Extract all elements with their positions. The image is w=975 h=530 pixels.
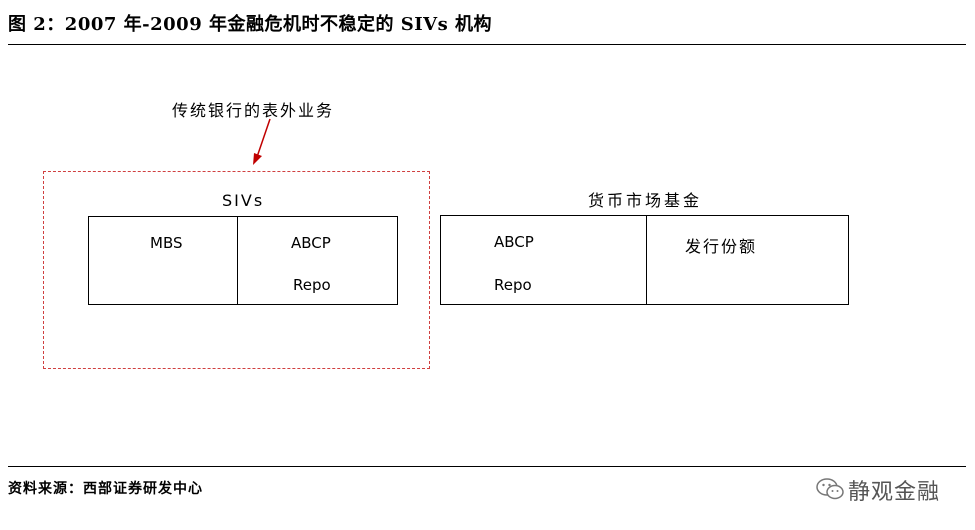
- sivs-asset-mbs: MBS: [150, 234, 183, 252]
- money-market-fund-title: 货币市场基金: [588, 191, 703, 210]
- sivs-liability-repo: Repo: [293, 276, 331, 294]
- wechat-icon: [816, 478, 844, 500]
- bottom-rule: [8, 466, 966, 467]
- mmf-asset-abcp: ABCP: [494, 233, 534, 251]
- sivs-divider: [237, 216, 238, 305]
- watermark-text: 静观金融: [848, 480, 941, 505]
- callout-arrow: [253, 118, 271, 165]
- off-balance-sheet-dashed-box: [43, 171, 430, 369]
- sivs-liability-abcp: ABCP: [291, 234, 331, 252]
- money-market-fund-divider: [646, 215, 647, 305]
- figure-title: 图 2：2007 年-2009 年金融危机时不稳定的 SIVs 机构: [8, 14, 493, 35]
- money-market-fund-balance-sheet: [440, 215, 849, 305]
- sivs-title: SIVs: [222, 191, 265, 210]
- mmf-liability-shares: 发行份额: [685, 237, 758, 256]
- sivs-balance-sheet: [88, 216, 398, 305]
- source-note: 资料来源：西部证券研发中心: [8, 481, 203, 497]
- mmf-asset-repo: Repo: [494, 276, 532, 294]
- top-rule: [8, 44, 966, 45]
- callout-label: 传统银行的表外业务: [172, 101, 335, 120]
